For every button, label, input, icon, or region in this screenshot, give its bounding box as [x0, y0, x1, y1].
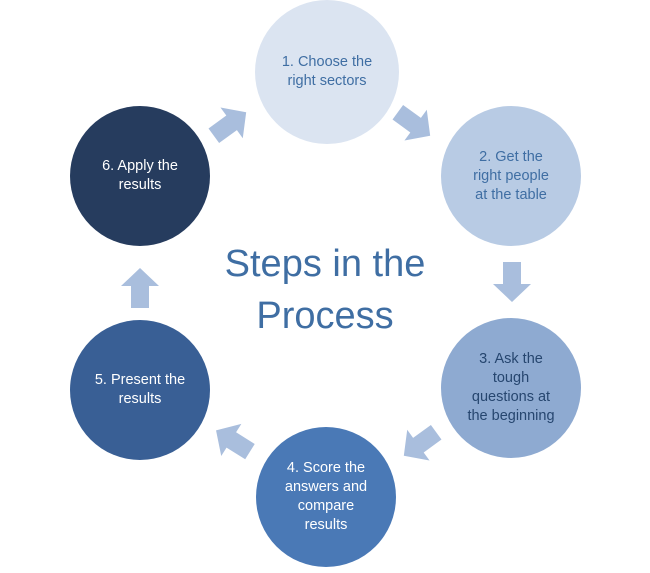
arrow-1-to-2-icon [386, 96, 442, 152]
step-1-label: 1. Choose the right sectors [281, 54, 373, 89]
arrow-2-to-3-icon [493, 262, 531, 302]
step-4-label: 4. Score the answers and compare results [284, 460, 368, 533]
step-6-circle: 6. Apply the results [70, 106, 210, 246]
arrow-6-to-1-icon [202, 96, 258, 152]
step-2-circle: 2. Get the right people at the table [441, 106, 581, 246]
step-3-label: 3. Ask the tough questions at the beginn… [467, 351, 555, 424]
step-5-label: 5. Present the results [94, 372, 186, 407]
arrow-3-to-4-icon [392, 416, 448, 472]
step-6-label: 6. Apply the results [102, 158, 178, 193]
step-3-circle: 3. Ask the tough questions at the beginn… [441, 318, 581, 458]
diagram-title: Steps in the Process [224, 243, 426, 337]
arrow-5-to-6-icon [121, 268, 159, 308]
step-4-circle: 4. Score the answers and compare results [256, 427, 396, 567]
step-1-circle: 1. Choose the right sectors [255, 0, 399, 144]
step-5-circle: 5. Present the results [70, 320, 210, 460]
step-2-label: 2. Get the right people at the table [473, 148, 549, 203]
arrow-4-to-5-icon [205, 414, 261, 468]
